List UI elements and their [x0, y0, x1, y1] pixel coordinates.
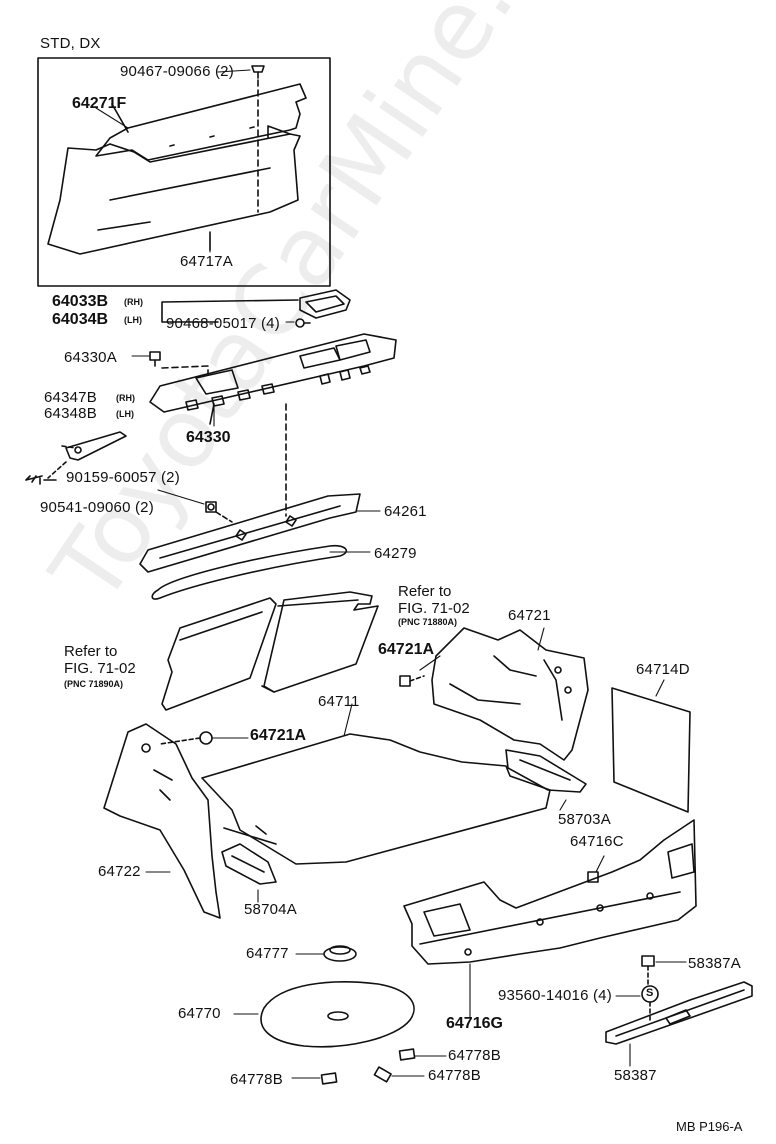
refer-note-left-pnc: (PNC 71890A)	[64, 679, 124, 689]
clip-90467	[252, 66, 264, 78]
callout-58703A: 58703A	[558, 811, 611, 828]
callout-rh-1: (RH)	[124, 297, 143, 307]
refer-note-left-line2: FIG. 71-02	[64, 660, 136, 677]
pad-64778B-2	[322, 1073, 337, 1084]
clip-58387A	[642, 956, 654, 966]
callout-64717A: 64717A	[180, 253, 233, 270]
part-64716G	[404, 820, 696, 964]
callout-64261: 64261	[384, 503, 427, 520]
clip-64721A-top	[400, 676, 424, 686]
panel-right-refer	[264, 592, 378, 692]
part-64721	[432, 628, 588, 760]
callout-64711: 64711	[318, 693, 360, 710]
part-64330	[150, 334, 396, 412]
callout-64348B: 64348B	[44, 405, 97, 422]
callout-64721A-mid: 64721A	[250, 727, 307, 744]
part-58704A	[222, 844, 276, 884]
callout-64778B-2: 64778B	[230, 1071, 283, 1088]
callout-lh-1: (LH)	[124, 315, 142, 325]
variant-label: STD, DX	[40, 35, 101, 52]
callout-64770: 64770	[178, 1005, 221, 1022]
part-64714D	[612, 688, 690, 812]
refer-note-right-pnc: (PNC 71880A)	[398, 617, 458, 627]
callout-58704A: 58704A	[244, 901, 297, 918]
callout-64721A-top: 64721A	[378, 641, 435, 658]
part-64033B	[300, 290, 350, 318]
callout-64271F: 64271F	[72, 95, 127, 112]
callout-64034B: 64034B	[52, 311, 109, 328]
callout-93560-14016: 93560-14016 (4)	[498, 987, 612, 1004]
part-64271F-panel	[48, 126, 300, 254]
refer-note-left-line1: Refer to	[64, 643, 118, 660]
callout-64722: 64722	[98, 863, 141, 880]
callout-64033B: 64033B	[52, 293, 109, 310]
part-64279	[152, 546, 346, 599]
callout-90468-05017: 90468-05017 (4)	[166, 315, 280, 332]
clip-90541	[206, 502, 216, 512]
refer-note-right-line1: Refer to	[398, 583, 452, 600]
callout-58387: 58387	[614, 1067, 657, 1084]
pad-64778B-1	[400, 1049, 415, 1060]
callout-90467-09066: 90467-09066 (2)	[120, 63, 234, 80]
screw-90468	[296, 319, 310, 327]
screw-90159	[26, 476, 42, 484]
refer-note-right-line2: FIG. 71-02	[398, 600, 470, 617]
callout-64778B-3: 64778B	[428, 1067, 481, 1084]
callout-90159-60057: 90159-60057 (2)	[66, 469, 180, 486]
callout-64279: 64279	[374, 545, 417, 562]
callout-58387A: 58387A	[688, 955, 741, 972]
part-64770	[261, 982, 414, 1047]
callout-64778B-1: 64778B	[448, 1047, 501, 1064]
callout-64777: 64777	[246, 945, 289, 962]
part-64711	[202, 734, 550, 864]
callout-64716G: 64716G	[446, 1015, 503, 1032]
part-64261	[140, 494, 360, 572]
clip-64330A	[150, 352, 160, 366]
s-marker-letter: S	[646, 987, 654, 999]
figure-code: MB P196-A	[676, 1119, 743, 1134]
part-64271F	[96, 84, 306, 160]
part-64347B	[66, 432, 126, 460]
callout-64716C: 64716C	[570, 833, 624, 850]
panel-left-refer	[162, 598, 276, 710]
callout-64330: 64330	[186, 429, 231, 446]
callout-lh-2: (LH)	[116, 409, 134, 419]
part-64777	[324, 946, 356, 961]
callout-64721: 64721	[508, 607, 551, 624]
part-64722	[104, 724, 220, 918]
callout-64347B: 64347B	[44, 389, 97, 406]
callout-64330A: 64330A	[64, 349, 117, 366]
callout-rh-2: (RH)	[116, 393, 135, 403]
part-58703A	[506, 750, 586, 792]
pad-64778B-3	[374, 1067, 391, 1082]
clip-64716C	[588, 872, 598, 882]
std-dx-box	[38, 58, 330, 286]
callout-90541-09060: 90541-09060 (2)	[40, 499, 154, 516]
leader-lines	[96, 70, 686, 1078]
part-58387	[606, 982, 752, 1044]
callout-64714D: 64714D	[636, 661, 690, 678]
